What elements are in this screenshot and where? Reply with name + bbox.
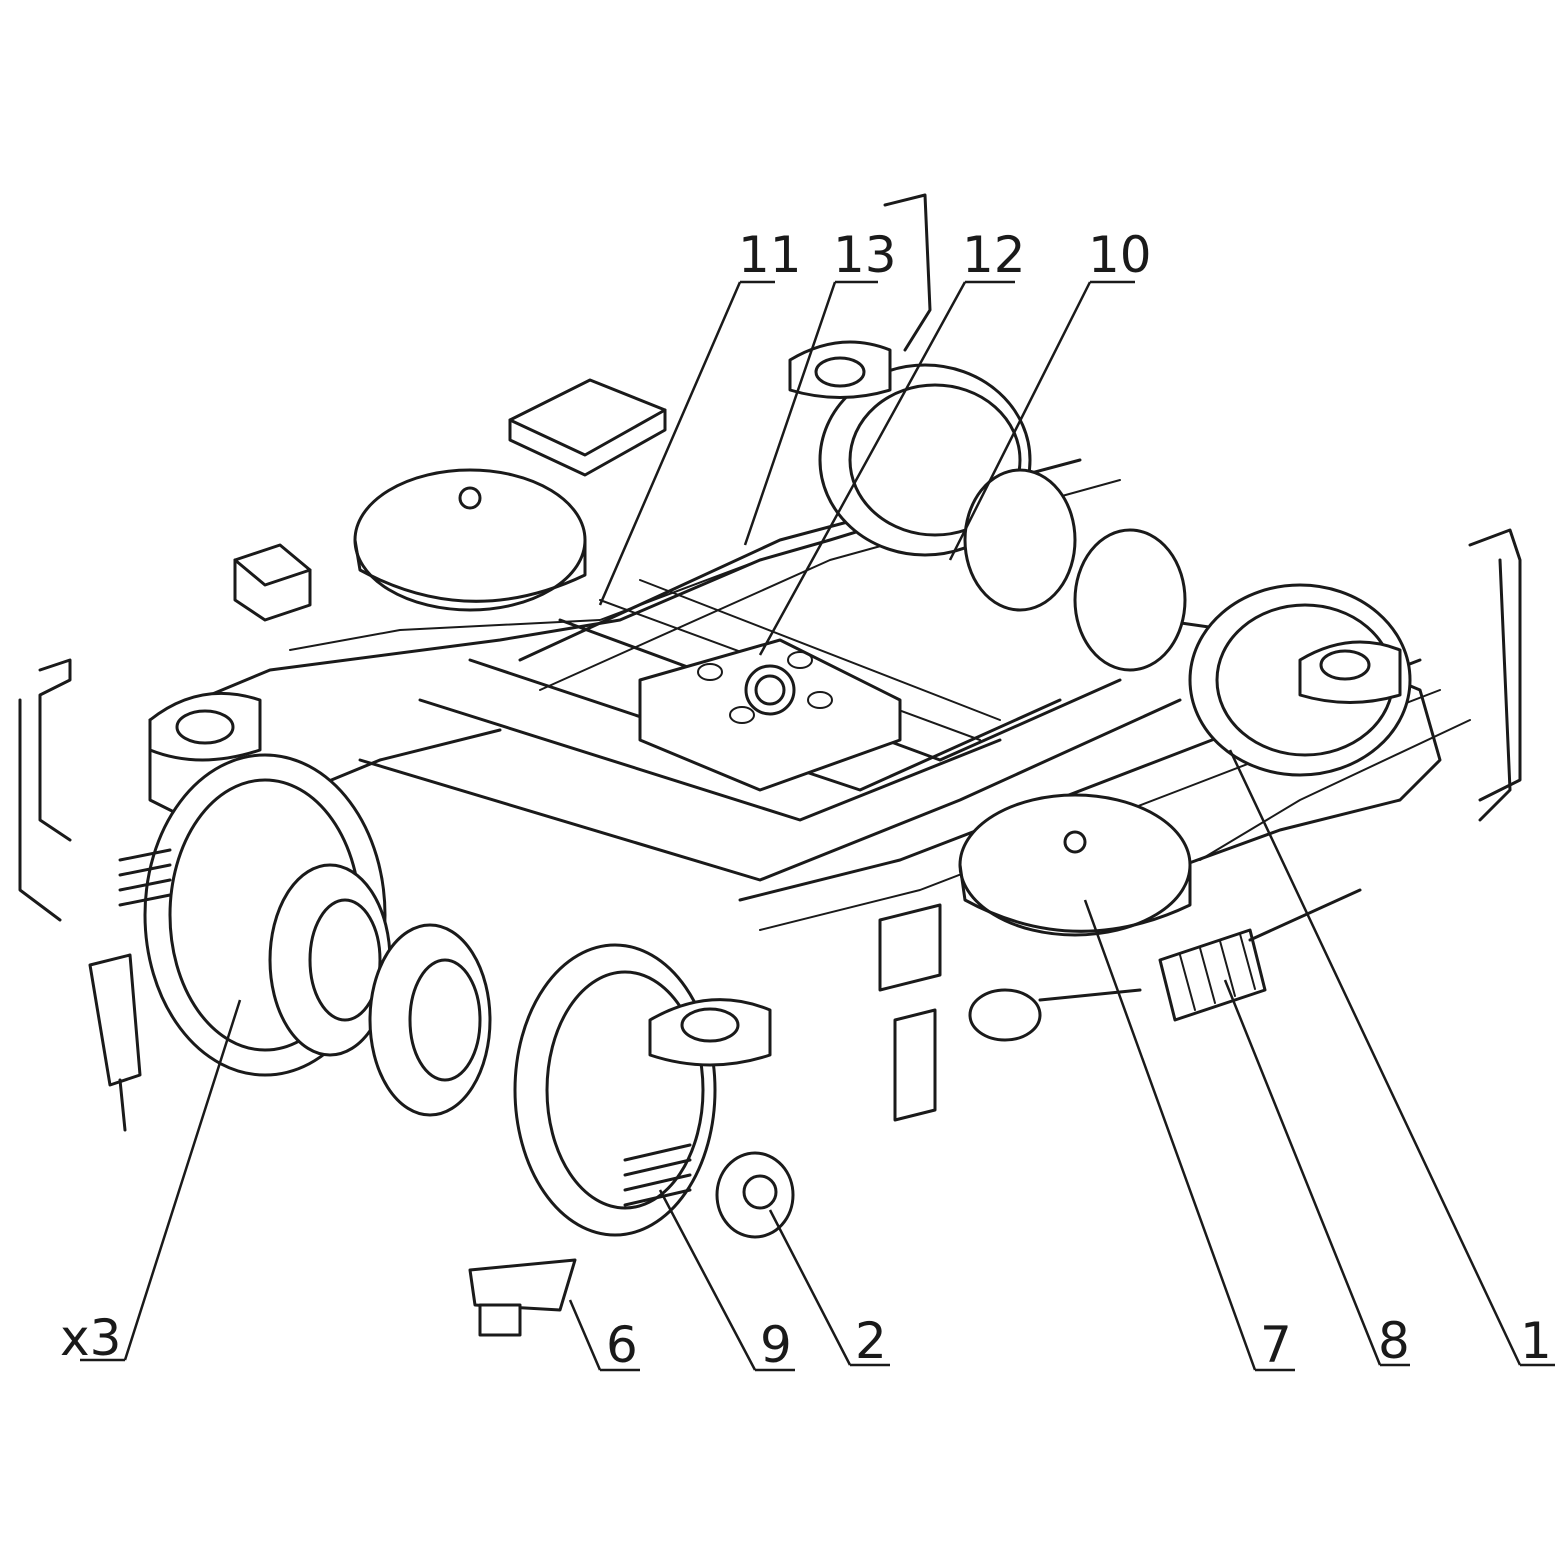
sensor-left: [88, 953, 142, 1132]
leader-lines: [80, 280, 1555, 1372]
primary-spring-right: [623, 1143, 692, 1207]
callout-10: 10: [1088, 226, 1152, 284]
brake-disc-2: [368, 923, 492, 1117]
callout-1: 1: [1520, 1312, 1552, 1370]
traction-rod: [968, 988, 1142, 1042]
callout-6: 6: [606, 1316, 638, 1374]
brake-disc-rear-1: [963, 468, 1077, 612]
leader-7: [1083, 899, 1295, 1372]
leader-11: [598, 280, 775, 606]
leader-12: [758, 280, 1015, 656]
leader-1: [1228, 749, 1555, 1367]
air-spring-right: [958, 793, 1192, 937]
leader-10: [948, 280, 1135, 561]
axle-box-front-right: [648, 998, 772, 1067]
bracket-front: [878, 903, 942, 1122]
primary-spring-left: [118, 848, 172, 907]
callout-8: 8: [1378, 1312, 1410, 1370]
callout-13: 13: [833, 226, 897, 284]
air-spring-left: [353, 468, 587, 612]
lifting-stop: [468, 1258, 577, 1337]
callout-labels: 11 13 12 10 x3 6 9 2 7 8 1: [60, 226, 1552, 1374]
valve-box-left: [233, 543, 312, 622]
motor-2: [715, 1151, 795, 1239]
leader-8: [1223, 979, 1410, 1367]
callout-3: x3: [60, 1309, 121, 1367]
callout-2: 2: [855, 1312, 887, 1370]
leader-2: [768, 1209, 890, 1367]
yaw-damper: [1158, 888, 1362, 1022]
leader-13: [743, 280, 878, 546]
valve-box-top: [508, 378, 667, 477]
axle-box-rear-left: [788, 340, 892, 399]
axle-box-front-left: [148, 691, 262, 762]
air-pipes: [18, 193, 1522, 922]
leader-9: [658, 1189, 795, 1372]
brake-disc-rear-2: [1073, 528, 1187, 672]
axle-box-rear-right: [1298, 640, 1402, 704]
callout-9: 9: [760, 1316, 792, 1374]
leader-6: [568, 1299, 640, 1372]
callout-7: 7: [1260, 1316, 1292, 1374]
leader-3: [80, 999, 242, 1362]
callout-11: 11: [738, 226, 802, 284]
callout-12: 12: [962, 226, 1026, 284]
